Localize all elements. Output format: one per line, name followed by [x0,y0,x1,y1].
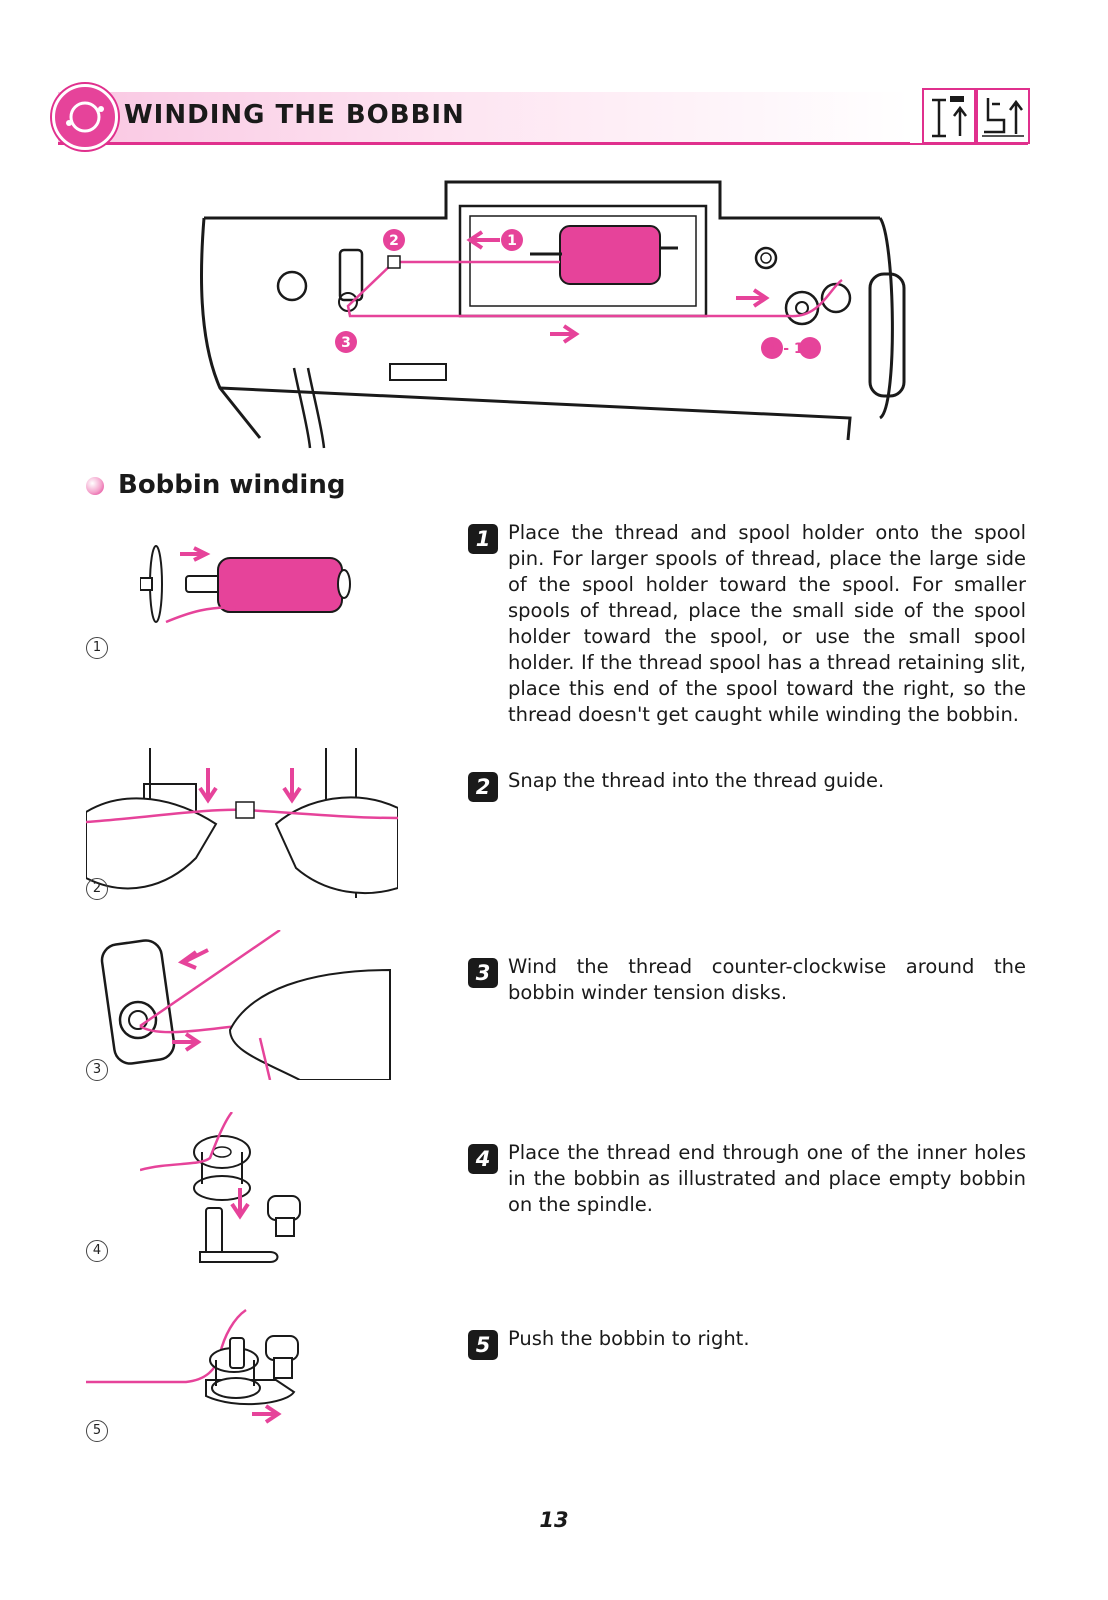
push-bobbin-illustration [86,1308,299,1424]
figure-label-2: 2 [86,878,108,900]
figure-label-5: 5 [86,1420,108,1442]
page-number: 13 [539,1508,569,1532]
step-text-3: Wind the thread counter-clockwise around… [508,955,1026,1004]
header-rule [58,143,1028,145]
step-text-1: Place the thread and spool holder onto t… [508,521,1026,726]
presser-foot-icon [52,84,118,150]
machine-threading-diagram: 2 1 3 4 - 10 [199,180,906,449]
bobbin-spindle-illustration [140,1112,301,1263]
step-text-4: Place the thread end through one of the … [508,1141,1026,1216]
presser-foot-up-icon [976,88,1030,144]
step-number-3: 3 [468,958,498,988]
callout-winder: 4 - 10 [769,341,814,357]
section-title: Bobbin winding [118,470,346,500]
callout-spool: 1 [507,233,517,249]
section-bullet [86,477,104,495]
figure-label-3: 3 [86,1059,108,1081]
thread-guide-hands-illustration [86,748,398,898]
step-text-2: Snap the thread into the thread guide. [508,769,885,792]
callout-tension: 3 [341,335,351,351]
spool-holder-illustration [140,545,351,624]
step-number-4: 4 [468,1144,498,1174]
page-title: WINDING THE BOBBIN [124,100,465,130]
callout-guide: 2 [389,233,399,249]
figure-label-1: 1 [86,637,108,659]
step-number-2: 2 [468,772,498,802]
step-number-5: 5 [468,1330,498,1360]
needle-up-icon [922,88,976,144]
step-text-5: Push the bobbin to right. [508,1327,750,1350]
tension-disk-illustration [100,930,391,1080]
step-number-1: 1 [468,524,498,554]
figure-label-4: 4 [86,1240,108,1262]
